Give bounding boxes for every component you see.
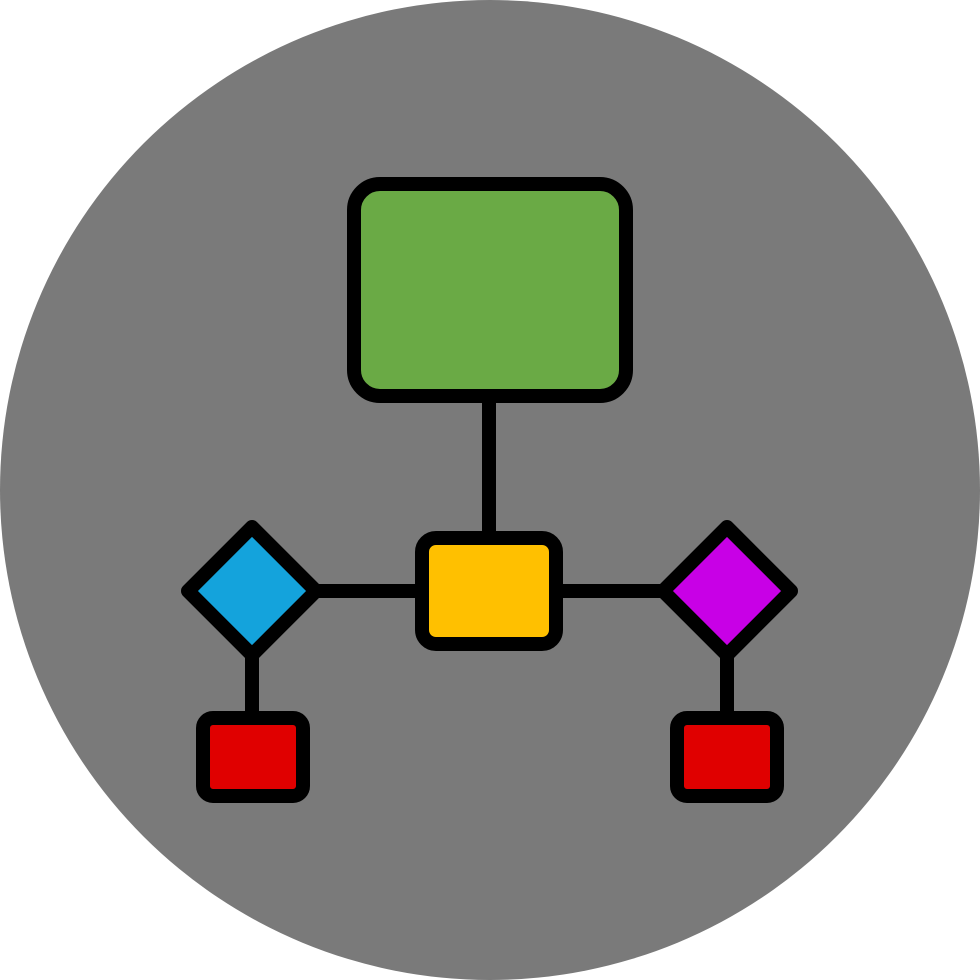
bottom-left-box bbox=[196, 711, 310, 803]
top-process-box bbox=[347, 177, 633, 403]
bottom-right-box bbox=[670, 711, 784, 803]
left-decision-diamond bbox=[181, 520, 323, 662]
center-process-box bbox=[415, 531, 563, 651]
right-decision-diamond bbox=[656, 520, 798, 662]
connector-lines bbox=[245, 391, 734, 723]
